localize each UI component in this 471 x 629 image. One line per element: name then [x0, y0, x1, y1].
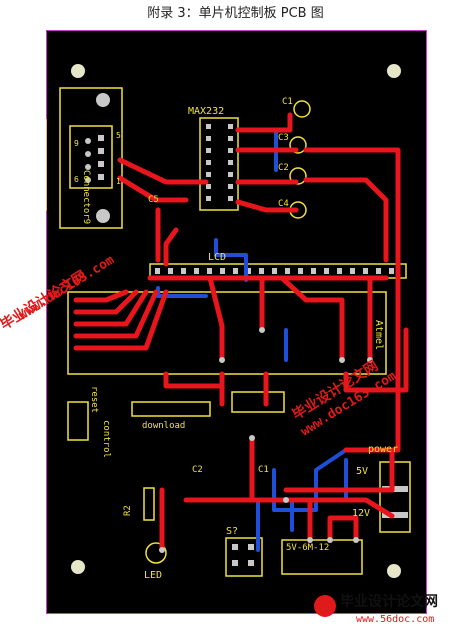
r2-outline	[143, 487, 155, 521]
max232-pins	[206, 124, 233, 201]
pcb-board: MAX232 Connector9 5 9 6 1 C1 C3 C2 C4 C5…	[46, 30, 427, 614]
watermark-url-left: www.doc163.com	[16, 253, 117, 324]
lcd-label: LCD	[208, 252, 226, 263]
v5-label: 5V	[356, 466, 368, 477]
c2-bottom-label: C2	[192, 465, 203, 475]
max232-outline	[199, 117, 239, 211]
footer-logo-icon	[314, 595, 336, 617]
atmel-label: Atmel	[373, 320, 384, 350]
c1-bottom-label: C1	[258, 465, 269, 475]
led-outline	[145, 542, 167, 564]
crystal-outline	[231, 391, 285, 413]
c5-label: C5	[148, 195, 159, 205]
connector-pin6: 6	[74, 175, 79, 184]
power-connector	[379, 461, 411, 533]
led-label: LED	[144, 570, 162, 581]
c1-top-label: C1	[282, 97, 293, 107]
power-label: power	[368, 444, 398, 455]
mounting-holes	[71, 64, 401, 578]
reset-label: reset	[89, 386, 99, 413]
mounting-hole	[71, 64, 85, 78]
r2-label: R2	[123, 505, 133, 516]
connector-pin1: 1	[116, 177, 121, 186]
footer-url: www.56doc.com	[356, 614, 434, 625]
lcd-pins	[155, 268, 394, 274]
regulator-label: 5V-6M-12	[286, 543, 329, 553]
atmel-outline	[67, 291, 387, 375]
db9-connector	[46, 87, 123, 229]
mounting-hole	[387, 564, 401, 578]
via-pads	[159, 327, 373, 553]
board-outline	[46, 30, 427, 614]
regulator-outline	[281, 539, 363, 575]
footer-watermark: 毕业设计论文网 www.56doc.com	[314, 593, 438, 625]
switch-label: S?	[226, 526, 238, 537]
control-label: control	[101, 420, 111, 458]
c2-top-label: C2	[278, 163, 289, 173]
footer-site-name: 毕业设计论文网	[340, 593, 438, 610]
c4-top-label: C4	[278, 199, 289, 209]
connector-label: Connector9	[81, 170, 91, 224]
c3-top-label: C3	[278, 133, 289, 143]
max232-label: MAX232	[188, 106, 224, 117]
connector-pin5: 5	[116, 131, 121, 140]
reset-block	[67, 401, 89, 441]
top-traces	[73, 112, 409, 553]
figure-caption: 附录 3：单片机控制板 PCB 图	[147, 6, 324, 21]
v12-label: 12V	[352, 508, 370, 519]
download-header	[131, 401, 211, 417]
mounting-hole	[71, 560, 85, 574]
mounting-hole	[387, 64, 401, 78]
download-label: download	[142, 421, 185, 431]
switch-outline	[225, 537, 263, 577]
connector-pin9: 9	[74, 139, 79, 148]
